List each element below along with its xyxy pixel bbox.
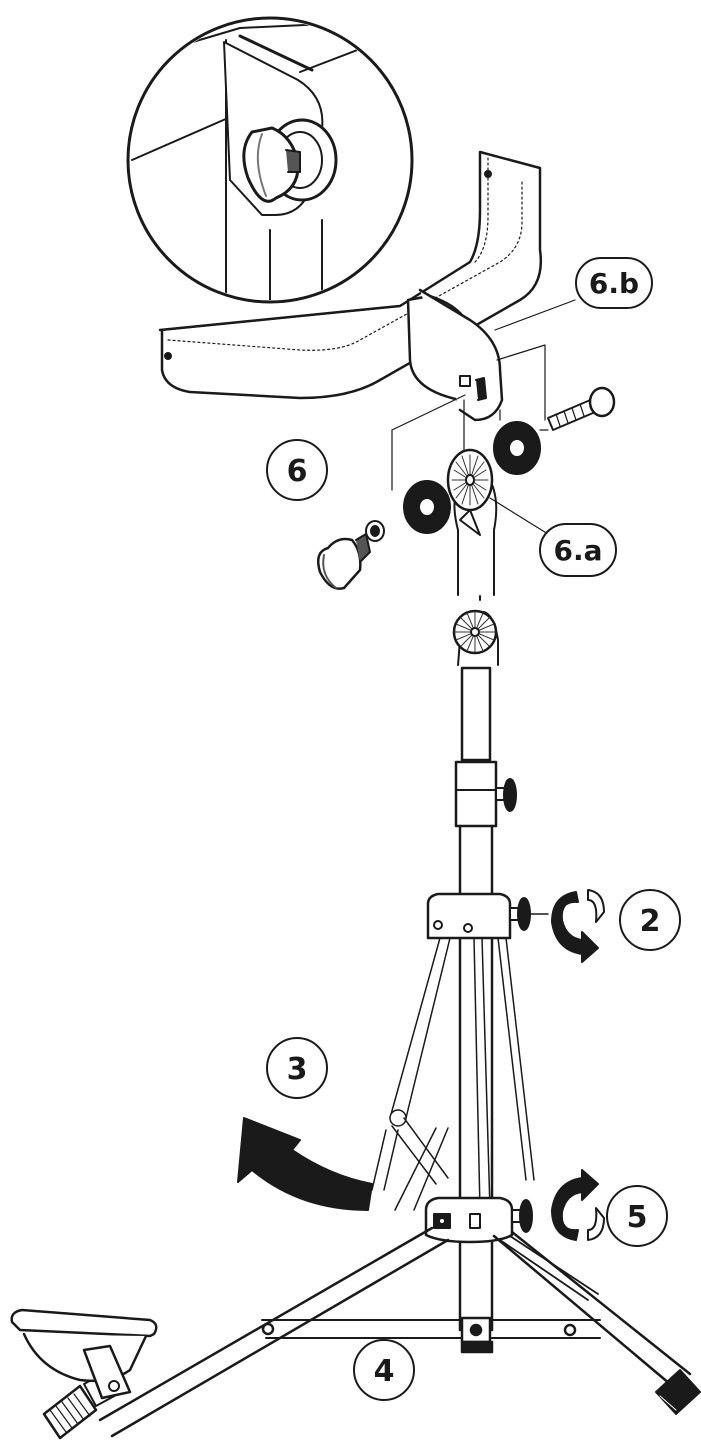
- rotate-arrow-step-5: [551, 1169, 605, 1241]
- tripod-legs: [98, 1226, 692, 1438]
- callout-5-label: 5: [627, 1200, 648, 1235]
- stand-head-rosette: [452, 609, 499, 666]
- callout-6: 6: [266, 439, 328, 501]
- carriage-bolt: [547, 386, 616, 431]
- small-washer: [365, 520, 385, 542]
- callout-2-label: 2: [640, 904, 661, 939]
- upper-tube: [460, 666, 492, 762]
- callout-6-label: 6: [287, 454, 308, 489]
- callout-4-label: 4: [374, 1354, 395, 1389]
- lower-hub: [424, 1196, 533, 1244]
- stand-assembly: [10, 609, 701, 1440]
- locking-knob: [317, 533, 371, 590]
- brace-struts: [371, 937, 535, 1211]
- callout-2: 2: [619, 889, 681, 951]
- stem-rosette: [446, 448, 498, 596]
- callout-3: 3: [266, 1037, 328, 1099]
- exploded-parts: [317, 386, 616, 601]
- foot-rest-seat: [10, 1308, 158, 1400]
- serrated-washer-left: [403, 480, 451, 534]
- callout-6b-label: 6.b: [589, 267, 639, 300]
- brace-collar: [426, 892, 549, 940]
- callout-6a: 6.a: [539, 523, 617, 577]
- serrated-washer-right: [493, 421, 541, 475]
- assembly-guide-lines: [391, 299, 576, 491]
- callout-4: 4: [353, 1339, 415, 1401]
- callout-6a-label: 6.a: [553, 534, 602, 567]
- callout-3-label: 3: [287, 1052, 308, 1087]
- callout-6b: 6.b: [575, 257, 653, 309]
- callout-5: 5: [606, 1185, 668, 1247]
- seat-backrest: [158, 150, 543, 422]
- rotate-arrow-step-2: [551, 889, 605, 963]
- height-clamp: [454, 760, 517, 828]
- detail-magnifier: [126, 16, 414, 304]
- right-foot-cap: [655, 1369, 701, 1415]
- unfold-arrow-step-3: [237, 1117, 373, 1211]
